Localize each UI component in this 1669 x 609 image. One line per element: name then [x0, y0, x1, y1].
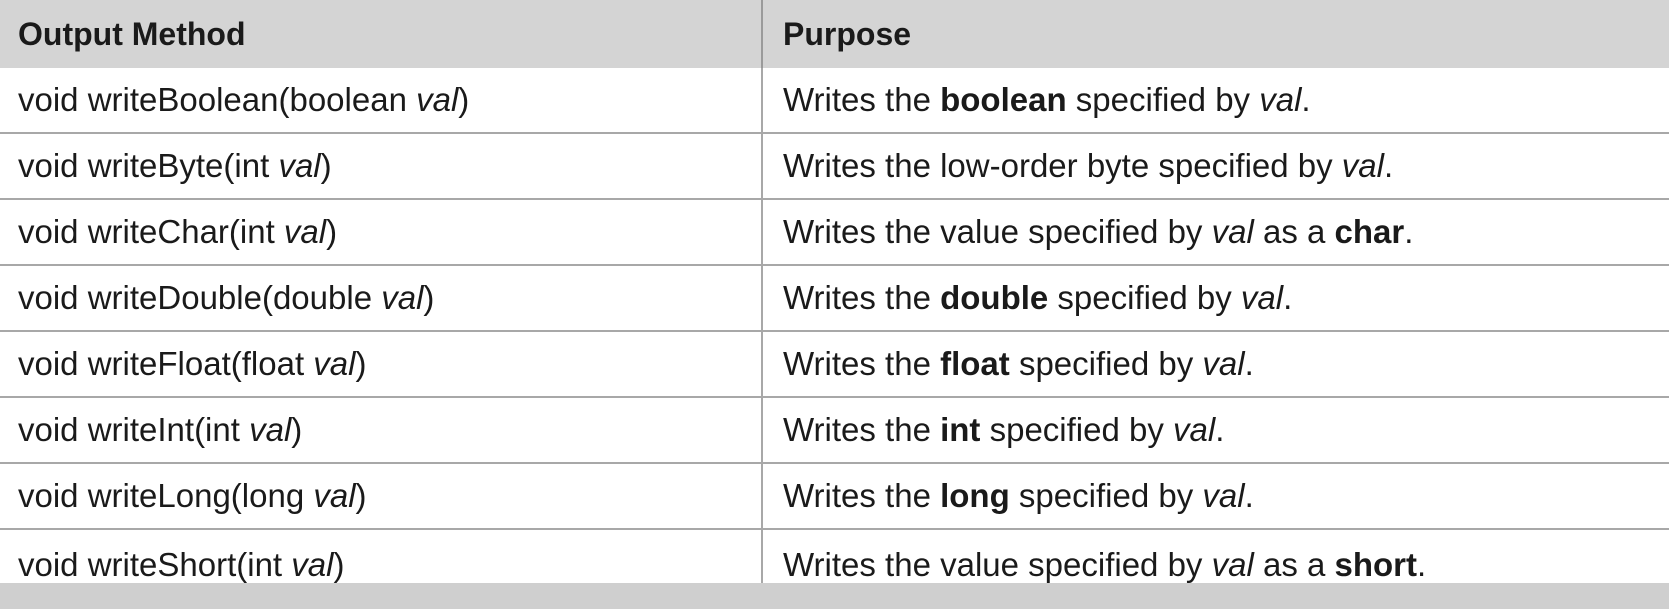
- text-segment: val: [313, 345, 356, 382]
- text-segment: Writes the: [783, 411, 941, 448]
- text-segment: void writeLong(long: [18, 477, 314, 514]
- table-row: void writeChar(int val)Writes the value …: [0, 200, 1669, 266]
- text-segment: specified by: [1009, 477, 1203, 514]
- text-segment: Writes the: [783, 81, 941, 118]
- text-segment: Writes the: [783, 345, 941, 382]
- text-segment: .: [1244, 477, 1254, 514]
- text-segment: .: [1383, 147, 1394, 184]
- text-segment: ): [326, 213, 338, 250]
- text-segment: val: [1240, 279, 1284, 316]
- text-segment: val: [1211, 213, 1254, 250]
- purpose-cell: Writes the boolean specified by val.: [763, 68, 1669, 132]
- text-segment: val: [1341, 147, 1384, 184]
- table-row: void writeLong(long val)Writes the long …: [0, 464, 1669, 530]
- text-segment: specified by: [1048, 279, 1241, 316]
- text-segment: as a: [1253, 545, 1335, 583]
- purpose-cell: Writes the double specified by val.: [763, 266, 1669, 330]
- text-segment: ): [333, 545, 345, 583]
- method-cell: void writeLong(long val): [0, 464, 763, 528]
- text-segment: specified by: [1009, 345, 1203, 382]
- text-segment: val: [1173, 411, 1216, 448]
- table-row: void writeByte(int val)Writes the low-or…: [0, 134, 1669, 200]
- text-segment: ): [355, 345, 367, 382]
- text-segment: .: [1417, 545, 1427, 583]
- text-segment: void writeShort(int: [18, 545, 292, 583]
- text-segment: .: [1215, 411, 1225, 448]
- text-segment: ): [458, 81, 470, 118]
- method-cell: void writeInt(int val): [0, 398, 763, 462]
- text-segment: Writes the: [783, 279, 941, 316]
- text-segment: int: [940, 411, 981, 448]
- text-segment: .: [1301, 81, 1311, 118]
- purpose-cell: Writes the int specified by val.: [763, 398, 1669, 462]
- text-segment: .: [1404, 213, 1414, 250]
- method-cell: void writeDouble(double val): [0, 266, 763, 330]
- text-segment: val: [313, 477, 356, 514]
- text-segment: ): [320, 147, 332, 184]
- text-segment: void writeBoolean(boolean: [18, 81, 417, 118]
- header-purpose: Purpose: [783, 15, 912, 52]
- text-segment: specified by: [980, 411, 1174, 448]
- header-output-method: Output Method: [0, 0, 763, 68]
- text-segment: boolean: [940, 81, 1067, 118]
- text-segment: short: [1334, 545, 1418, 583]
- text-segment: ): [423, 279, 435, 316]
- text-segment: void writeByte(int: [18, 147, 279, 184]
- bottom-rule: [0, 583, 1669, 609]
- text-segment: void writeDouble(double: [18, 279, 382, 316]
- text-segment: Writes the value specified by: [783, 213, 1212, 250]
- text-segment: val: [249, 411, 292, 448]
- text-segment: val: [416, 81, 459, 118]
- table-row: void writeFloat(float val)Writes the flo…: [0, 332, 1669, 398]
- text-segment: val: [283, 213, 327, 250]
- text-segment: void writeChar(int: [18, 213, 284, 250]
- text-segment: void writeFloat(float: [18, 345, 314, 382]
- text-segment: val: [1202, 477, 1245, 514]
- table-row: void writeBoolean(boolean val)Writes the…: [0, 68, 1669, 134]
- purpose-cell: Writes the low-order byte specified by v…: [763, 134, 1669, 198]
- text-segment: val: [278, 147, 321, 184]
- purpose-cell: Writes the float specified by val.: [763, 332, 1669, 396]
- text-segment: val: [1259, 81, 1302, 118]
- text-segment: double: [940, 279, 1049, 316]
- text-segment: ): [291, 411, 303, 448]
- purpose-cell: Writes the value specified by val as a s…: [763, 530, 1669, 599]
- table-row: void writeInt(int val)Writes the int spe…: [0, 398, 1669, 464]
- text-segment: as a: [1253, 213, 1335, 250]
- text-segment: ): [355, 477, 367, 514]
- text-segment: val: [291, 545, 334, 583]
- text-segment: float: [940, 345, 1010, 382]
- table-header-row: Output Method Purpose: [0, 0, 1669, 68]
- method-cell: void writeByte(int val): [0, 134, 763, 198]
- table-row: void writeShort(int val)Writes the value…: [0, 530, 1669, 599]
- text-segment: void writeInt(int: [18, 411, 250, 448]
- text-segment: val: [1211, 545, 1254, 583]
- text-segment: char: [1334, 213, 1405, 250]
- method-cell: void writeChar(int val): [0, 200, 763, 264]
- text-segment: val: [1202, 345, 1245, 382]
- text-segment: val: [381, 279, 424, 316]
- method-cell: void writeFloat(float val): [0, 332, 763, 396]
- text-segment: .: [1244, 345, 1254, 382]
- text-segment: Writes the: [783, 477, 941, 514]
- method-cell: void writeBoolean(boolean val): [0, 68, 763, 132]
- text-segment: specified by: [1066, 81, 1260, 118]
- table-row: void writeDouble(double val)Writes the d…: [0, 266, 1669, 332]
- text-segment: Writes the low-order byte specified by: [783, 147, 1342, 184]
- text-segment: .: [1283, 279, 1293, 316]
- purpose-cell: Writes the value specified by val as a c…: [763, 200, 1669, 264]
- table-body: void writeBoolean(boolean val)Writes the…: [0, 68, 1669, 599]
- text-segment: long: [940, 477, 1010, 514]
- method-cell: void writeShort(int val): [0, 530, 763, 599]
- text-segment: Writes the value specified by: [783, 545, 1212, 583]
- purpose-cell: Writes the long specified by val.: [763, 464, 1669, 528]
